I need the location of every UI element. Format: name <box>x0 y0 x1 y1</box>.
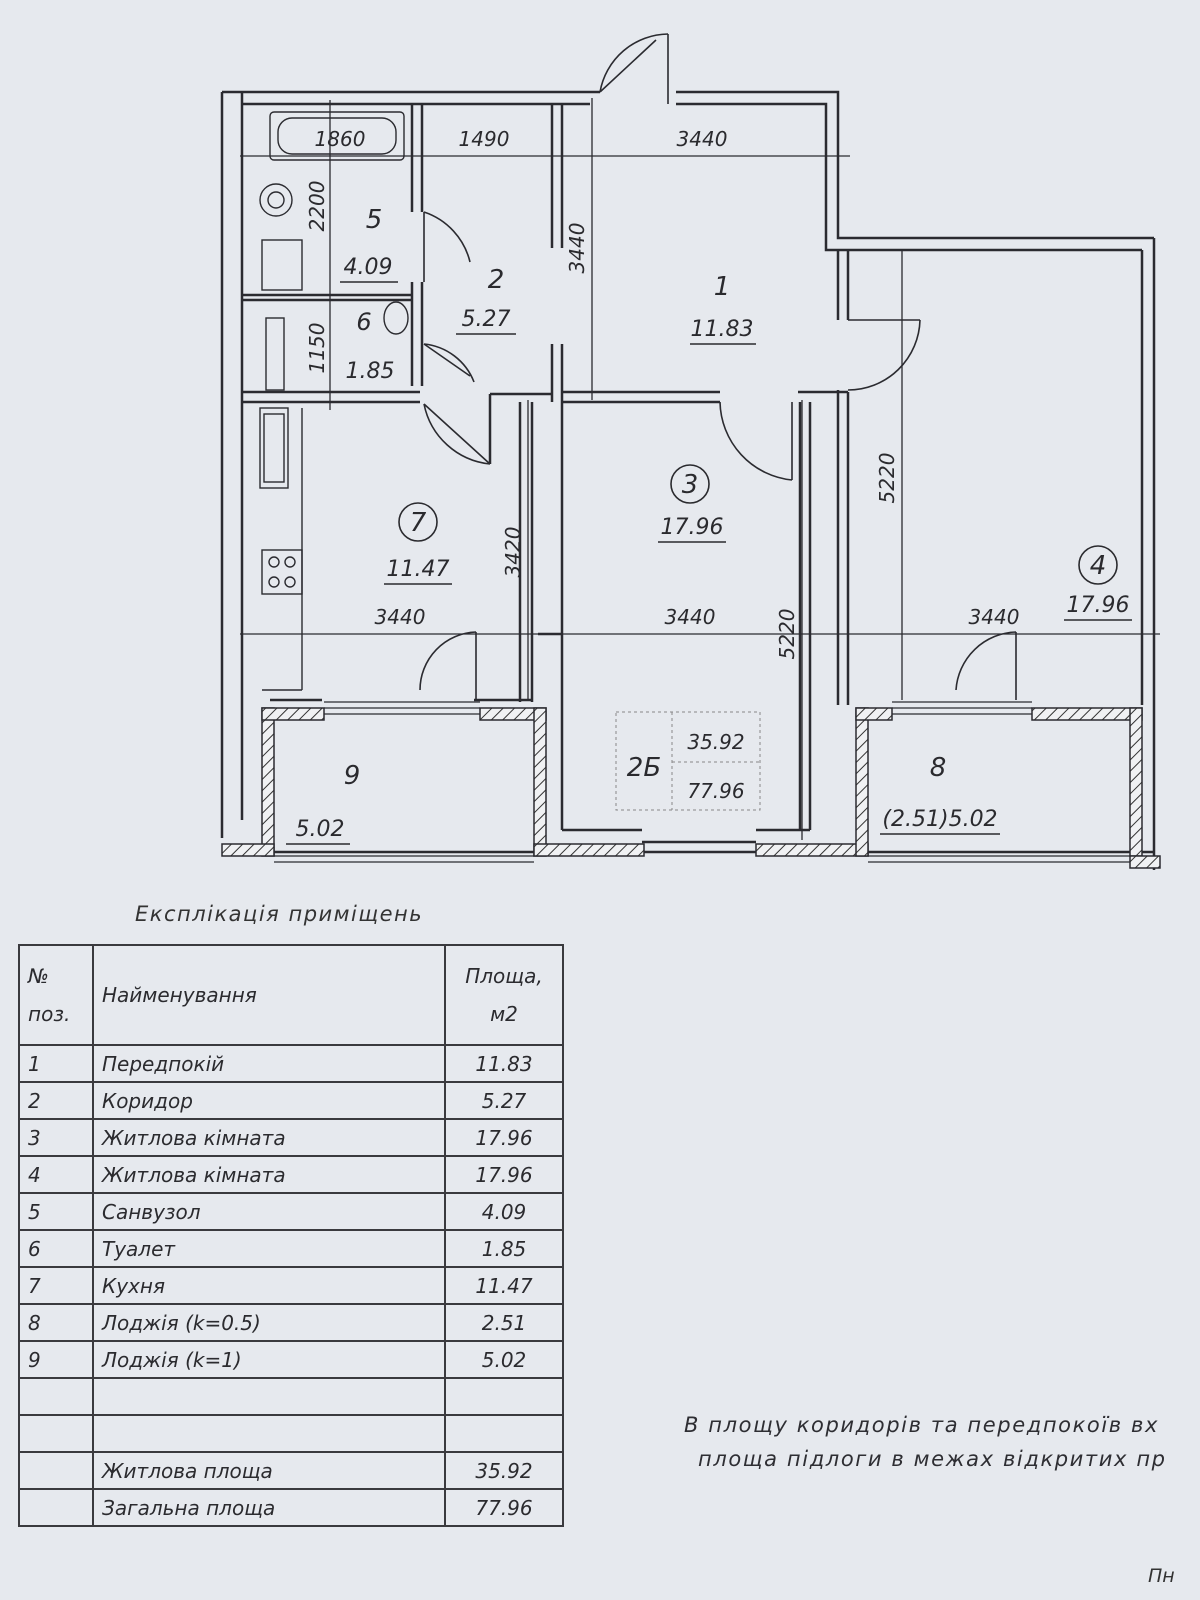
loggia-walls <box>221 707 1161 869</box>
room-8-num: 8 <box>930 753 947 783</box>
apartment-summary: 2Б 35.92 77.96 <box>615 711 761 811</box>
shower-icon <box>265 317 285 391</box>
dim-corridor-width: 1490 <box>459 127 510 151</box>
header-num: № поз. <box>18 944 94 1046</box>
room-1-area: 11.83 <box>691 317 754 342</box>
room-4-area: 17.96 <box>1067 593 1130 618</box>
room-6-num: 6 <box>356 308 371 336</box>
dim-room3-width: 3440 <box>665 605 716 629</box>
floor-plan: 1 11.83 2 5.27 3 17.96 4 17.96 5 4.09 6 … <box>220 33 1161 870</box>
dim-bath-height: 2200 <box>305 181 329 232</box>
room-labels: 1 11.83 2 5.27 3 17.96 4 17.96 5 4.09 6 … <box>286 205 1132 845</box>
fridge-icon <box>259 407 289 489</box>
area-note: В площу коридорів та передпокоїв вх площ… <box>684 1413 1167 1471</box>
dimension-lines <box>240 98 1160 840</box>
stove-icon <box>261 549 303 595</box>
room-7-area: 11.47 <box>387 557 450 582</box>
room-1-num: 1 <box>714 272 731 302</box>
room-9-num: 9 <box>344 761 361 791</box>
dim-room3-height: 5220 <box>775 609 799 660</box>
room-9-area: 5.02 <box>296 817 345 842</box>
table-row-empty <box>18 1414 564 1453</box>
apartment-type: 2Б <box>627 753 661 783</box>
washing-machine-icon <box>261 239 303 291</box>
north-label: Пн <box>1148 1565 1175 1587</box>
sink-icon <box>259 183 293 217</box>
room-5-num: 5 <box>366 205 383 235</box>
room-5-area: 4.09 <box>344 255 393 280</box>
toilet-icon <box>383 301 409 335</box>
dim-hall-height: 3440 <box>565 223 589 274</box>
room-6-area: 1.85 <box>346 359 395 384</box>
dim-hall-width: 3440 <box>677 127 728 151</box>
room-7-num: 7 <box>410 508 427 538</box>
dimension-values: 1860 1490 3440 2200 3440 1150 3420 5220 … <box>305 127 1019 659</box>
bathtub-icon <box>269 111 405 161</box>
bathroom-fixtures <box>259 111 409 691</box>
header-name: Найменування <box>92 944 446 1046</box>
dim-room4-height: 5220 <box>875 453 899 504</box>
explication-title: Експлікація приміщень <box>135 902 424 926</box>
dim-bath-width: 1860 <box>315 127 366 151</box>
room-2-area: 5.27 <box>462 307 511 332</box>
apartment-total-area: 77.96 <box>687 779 744 803</box>
room-2-num: 2 <box>488 265 505 295</box>
windows <box>274 701 1130 863</box>
table-row-empty <box>18 1377 564 1416</box>
dim-wc-height: 1150 <box>305 323 329 374</box>
dim-kitchen-width: 3440 <box>375 605 426 629</box>
dim-room4-width: 3440 <box>969 605 1020 629</box>
apartment-living-area: 35.92 <box>687 730 744 754</box>
room-3-num: 3 <box>682 470 699 500</box>
room-3-area: 17.96 <box>661 515 724 540</box>
room-8-area: (2.51)5.02 <box>882 807 997 832</box>
room-4-num: 4 <box>1090 551 1107 581</box>
header-area: Площа, м2 <box>444 944 564 1046</box>
dim-kitchen-height: 3420 <box>501 527 525 578</box>
